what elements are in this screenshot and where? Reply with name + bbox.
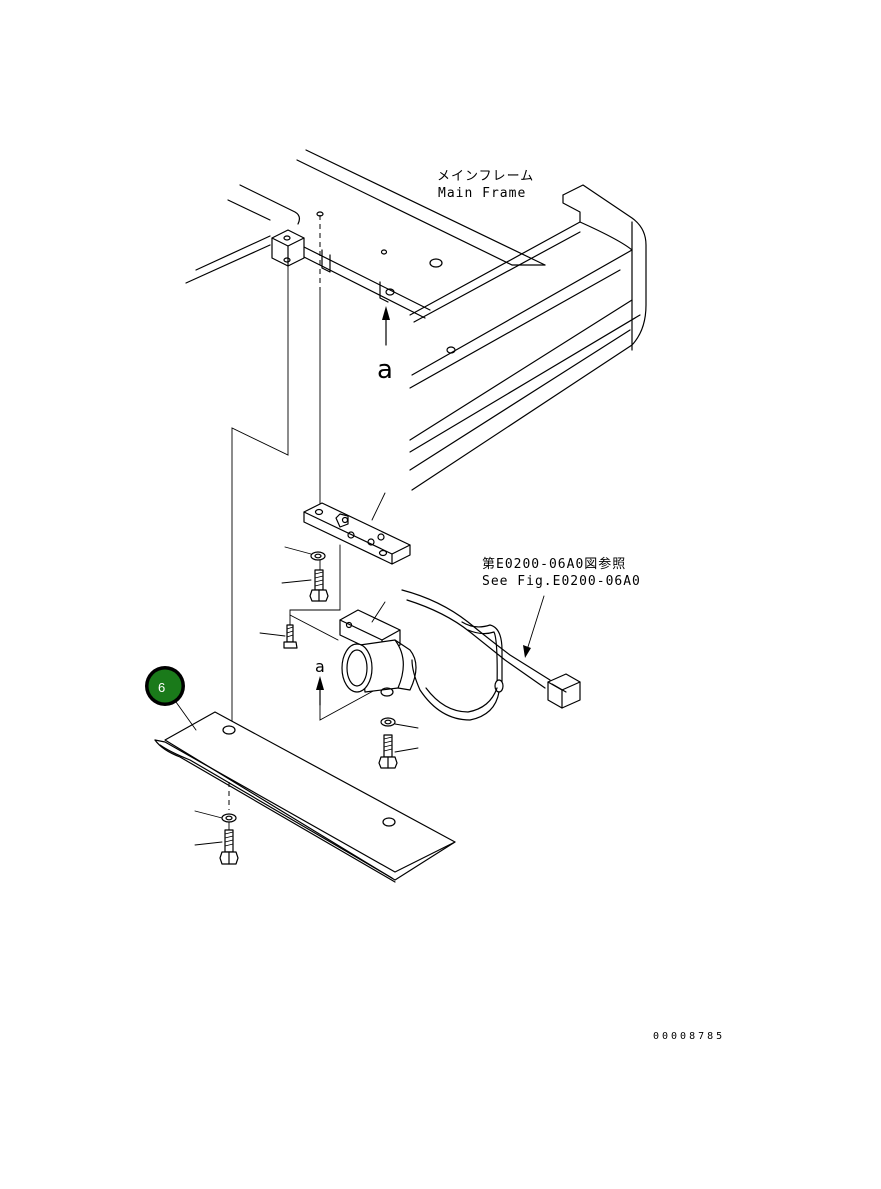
see-fig-label-jp: 第E0200-06A0図参照 (482, 556, 626, 572)
washer-bolt-set-2 (378, 717, 419, 769)
cover-plate (154, 711, 456, 883)
mounting-bracket (303, 492, 411, 565)
main-frame (185, 149, 647, 491)
view-a-label-bottom: a (315, 657, 325, 676)
screw-left (259, 624, 298, 649)
washer-bolt-set-1 (281, 546, 329, 602)
main-frame-label-en: Main Frame (438, 186, 526, 201)
horn-unit (339, 601, 417, 697)
wire-harness (401, 589, 581, 721)
balloon-number: 6 (158, 680, 165, 695)
view-a-arrow-bottom (316, 676, 324, 706)
washer-bolt-set-3 (194, 810, 239, 865)
view-a-arrow-top (382, 306, 390, 346)
balloon-fill (148, 669, 182, 703)
view-a-label-top: a (377, 355, 393, 385)
drawing-id: 00008785 (653, 1031, 725, 1042)
main-frame-label-jp: メインフレーム (437, 169, 534, 184)
part-balloon-6[interactable]: 6 (145, 666, 197, 731)
see-fig-label-en: See Fig.E0200-06A0 (482, 574, 641, 589)
